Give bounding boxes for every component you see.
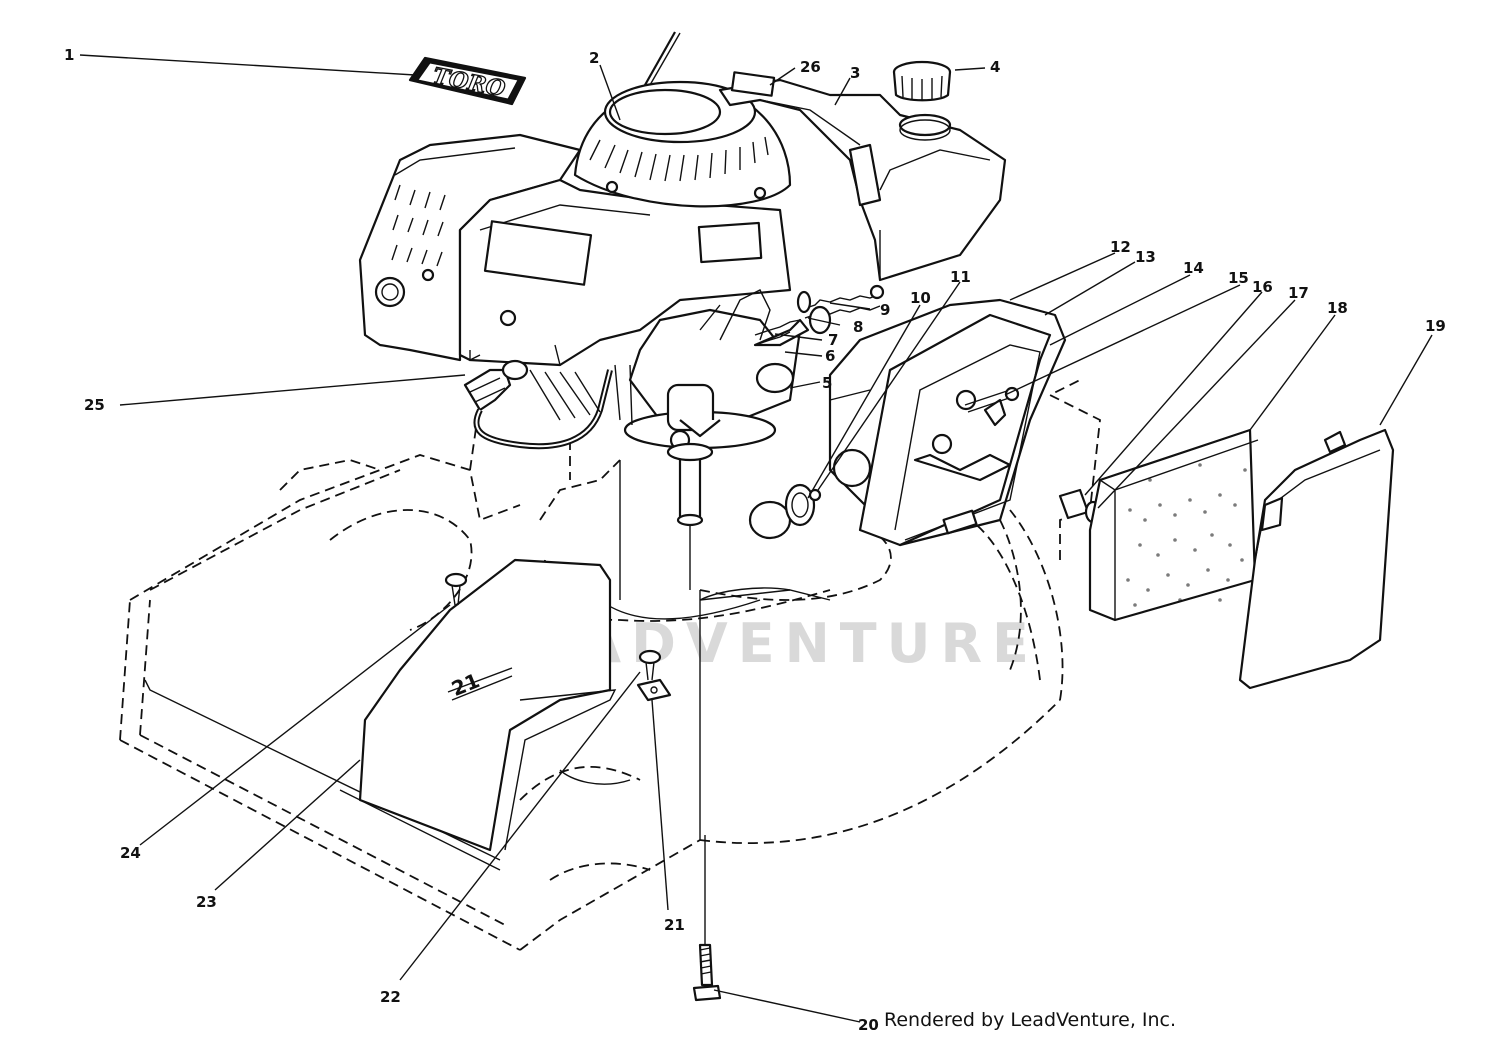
callout-9: 9 [880,301,890,319]
callout-20: 20 [858,1016,879,1034]
engine-label-panel [483,220,593,286]
engine-knob [374,276,406,308]
fuel-cap [892,60,952,102]
callout-16: 16 [1252,278,1273,296]
callout-1: 1 [64,46,74,64]
crankcase-fins [469,350,633,426]
callout-22: 22 [380,988,401,1006]
engine-bolt [421,268,435,282]
crankshaft [666,442,714,527]
callout-24: 24 [120,844,141,862]
svg-text:TORO: TORO [431,63,508,102]
air-cleaner-base [828,298,1067,547]
callout-23: 23 [196,893,217,911]
callout-11: 11 [950,268,971,286]
deck-cover: 21 [358,558,617,852]
engine [358,31,792,367]
screw-head [869,284,885,300]
breather-hole [832,448,872,488]
callout-18: 18 [1327,299,1348,317]
deck-screw [444,572,468,606]
callout-21: 21 [664,916,685,934]
callout-13: 13 [1135,248,1156,266]
callout-17: 17 [1288,284,1309,302]
cooling-fins [391,184,446,267]
carb-bowl [666,383,715,432]
cover-screw [638,649,662,681]
credit-text: Rendered by LeadVenture, Inc. [884,1009,1177,1031]
toro-logo-decal: TORO [408,56,527,106]
callout-25: 25 [84,396,105,414]
mount-hole-mid [931,433,953,455]
tank-strap [848,143,882,207]
spark-plug-boot [463,359,613,450]
mount-hole-top [955,389,977,411]
callout-5: 5 [822,374,832,392]
callout-14: 14 [1183,259,1204,277]
engine-label-panel-2 [697,221,763,264]
callout-6: 6 [825,347,835,365]
tank-label [730,71,776,97]
callout-26: 26 [800,58,821,76]
primer-assembly [748,483,822,540]
callout-10: 10 [910,289,931,307]
foam-filter [1088,428,1259,622]
cover-bracket [636,678,672,702]
fuel-tank [718,71,1007,282]
dipstick [644,31,676,86]
washer [796,290,812,314]
tank-neck [898,113,952,137]
engine-bolt-2 [499,309,517,327]
callout-19: 19 [1425,317,1446,335]
carburetor [623,289,810,451]
callout-3: 3 [850,64,860,82]
leader-lines [79,54,1433,1023]
recoil-starter [573,80,792,208]
callout-2: 2 [589,49,599,67]
callout-7: 7 [828,331,838,349]
callout-4: 4 [990,58,1000,76]
callouts: 1 2 3 4 5 6 7 8 9 10 11 12 13 14 15 16 1… [64,46,1446,1034]
air-cleaner-cover [1238,428,1395,690]
callout-12: 12 [1110,238,1131,256]
blade-bolt [692,835,722,1002]
callout-15: 15 [1228,269,1249,287]
callout-8: 8 [853,318,863,336]
